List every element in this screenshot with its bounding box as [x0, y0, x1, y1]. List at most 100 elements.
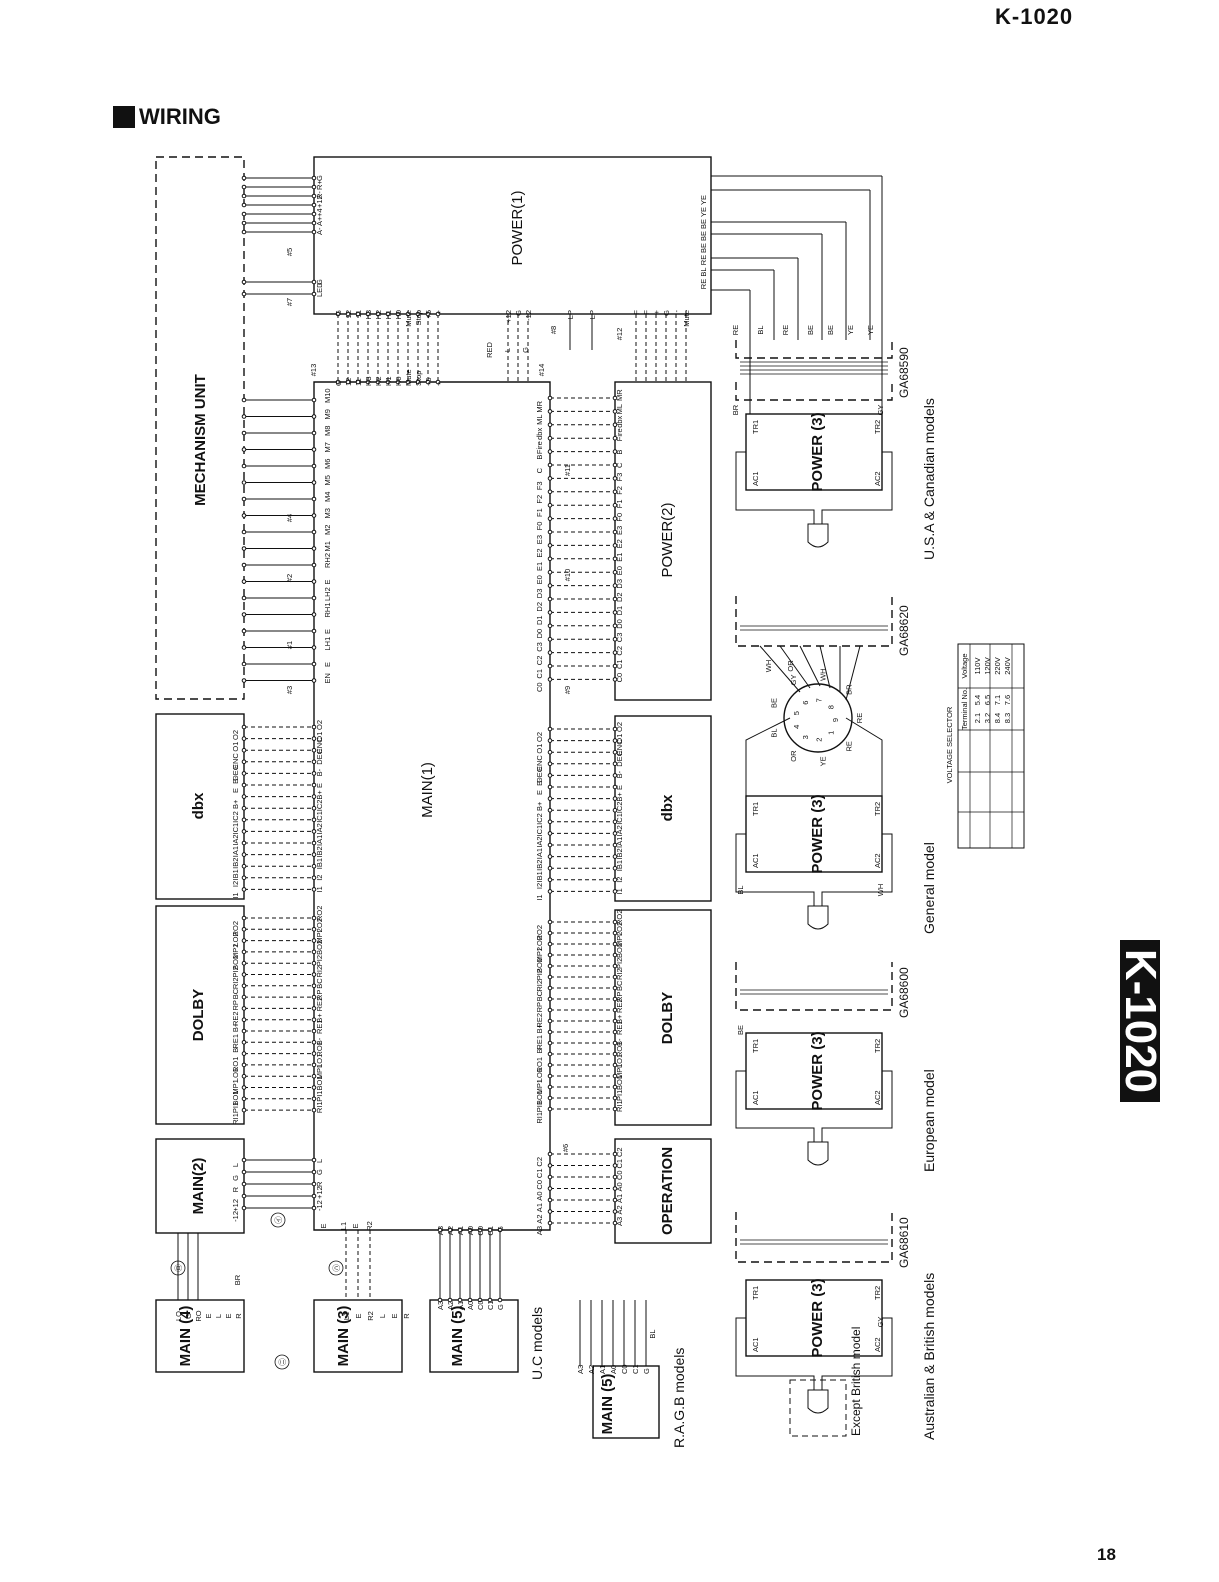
main5-uc-pin-2: A1: [456, 1301, 465, 1310]
main1-bottom-pin-0: A3: [436, 1226, 445, 1235]
mech-pin-8-b: M2: [323, 525, 332, 535]
dolby-left-pin-2-a: MP2: [231, 944, 240, 959]
dolby-right-pin-15-a: BO1: [535, 1090, 544, 1105]
power1-out-pin-0: YE: [699, 195, 708, 205]
australian-tr1: TR1: [751, 1286, 760, 1300]
power2-pin-20-a: C1: [535, 669, 544, 679]
dolby-left-pin-16-a: PI1: [231, 1102, 240, 1113]
misc-label-3: E: [351, 1223, 360, 1228]
power1-right-pin-4: -: [672, 310, 681, 313]
dbx-left-pin-4-a: B-: [231, 776, 240, 784]
dolby-right-pin-12-b: RO1: [615, 1042, 624, 1057]
dolby-left-pin-3-a: BO2: [231, 955, 240, 970]
dolby-left-pin-16-b: PI1: [315, 1091, 324, 1102]
main4-pin-4: L: [214, 1314, 223, 1318]
connector-1: #2: [285, 574, 294, 582]
mech-pin-9-b: M1: [323, 541, 332, 551]
connector-7: #8: [549, 326, 558, 334]
dbx-left-pin-11-a: IB2: [231, 858, 240, 869]
power1-out-pin-1: YE: [699, 207, 708, 217]
wire-color-13: WH: [876, 884, 885, 897]
dbx-right-pin-4-b: B-: [615, 770, 624, 778]
dolby-right-pin-10-a: RE1: [535, 1035, 544, 1050]
dbx-left-pin-7-a: IC2: [231, 811, 240, 823]
wire-color-1: BL: [756, 325, 765, 334]
dbx-right-pin-7-a: IC2: [535, 813, 544, 825]
wire-color-9: BE: [736, 1025, 745, 1035]
wire-color-12: BL: [736, 885, 745, 894]
vs-row-0-col-2: 2.1: [973, 713, 982, 723]
main3-pin-4: E: [390, 1313, 399, 1318]
power2-pin-3-b: Fire: [615, 428, 624, 441]
dbx-right-pin-0-a: O2: [535, 732, 544, 742]
main4-pin-2: RO: [194, 1310, 203, 1321]
vs-row-3-col-2: 8.3: [1003, 713, 1012, 723]
wire-color-2: RE: [781, 325, 790, 335]
tap-label-4: BL: [770, 728, 779, 737]
dbx-right-pin-2-a: ENC: [535, 755, 544, 771]
power2-pin-6-a: F3: [535, 481, 544, 490]
tap-label-1: RE: [845, 741, 854, 751]
operation-pin-0-b: C2: [615, 1147, 624, 1157]
dolby-right-pin-12-a: RO1: [535, 1057, 544, 1072]
dolby-right-pin-8-a: RE2: [535, 1013, 544, 1028]
dbx-left-pin-14-b: I1: [315, 886, 324, 892]
connector-4: #5: [285, 248, 294, 256]
dolby-right-pin-11-a: B-: [535, 1045, 544, 1053]
voltage-tap-circle: [783, 683, 853, 753]
power2-pin-0-b: MR: [615, 389, 624, 401]
dolby-left-pin-14-a: MP1: [231, 1079, 240, 1094]
vs-row-2-col-1: 7.1: [993, 695, 1002, 705]
main3-pin-0: L1: [342, 1312, 351, 1320]
dolby-left-pin-3-b: BO2: [315, 940, 324, 955]
dbx-right-pin-11-b: IB2: [615, 848, 624, 859]
dolby-right-block: [614, 909, 712, 1126]
dbx-right-pin-13-b: I2: [615, 877, 624, 883]
dbx-left-pin-13-b: I2: [315, 875, 324, 881]
main2-pin-2-a: R: [231, 1186, 240, 1192]
power2-pin-2-a: dbx: [535, 428, 544, 440]
power3-usa-label: POWER (3): [809, 412, 826, 491]
dolby-right-pin-5-a: RI2: [535, 980, 544, 992]
wire-color-14: GY: [876, 1317, 885, 1328]
power1-bottom-pin-10: +: [434, 309, 443, 314]
dbx-left-pin-14-a: I1: [231, 892, 240, 898]
australian-tr2: TR2: [873, 1286, 882, 1300]
pin-labels: M10M9M8M7M6M5M4M3M2M1RH2ELH2RH1ELH1EENO2…: [174, 175, 885, 1374]
dolby-left-pin-0-a: RO2: [231, 921, 240, 936]
power1-top-pin-1-b: R+: [315, 180, 324, 190]
power2-pin-14-b: D3: [615, 579, 624, 589]
mech-pin-13-b: RH1: [323, 602, 332, 617]
power2-pin-7-a: F2: [535, 495, 544, 504]
main5-ragb-pin-5: C1: [631, 1364, 640, 1374]
power1-bottom-pin-9: +5: [424, 310, 433, 319]
power1-lp-pin-1: LP: [588, 310, 597, 319]
misc-label-0: BR: [233, 1274, 242, 1285]
voltage-selector-table-frame: [957, 643, 1025, 849]
power1-block: [313, 156, 712, 315]
power2-pin-1-a: ML: [535, 414, 544, 424]
tap-number-3: 3: [801, 735, 810, 739]
dbx-left-label: dbx: [190, 792, 207, 819]
power2-pin-5-b: C: [615, 462, 624, 468]
power2-pin-2-b: dbx: [615, 415, 624, 427]
dbx-left-pin-12-b: IB1: [315, 858, 324, 869]
dolby-left-pin-7-a: RP: [231, 1000, 240, 1010]
main2-pin-0-a: L: [231, 1163, 240, 1167]
main1-bottom-pin-4: C0: [476, 1226, 485, 1236]
power1-bottom-pin-0: G: [334, 310, 343, 316]
main3-pin-2: R2: [366, 1311, 375, 1321]
dolby-left-pin-17-b: RI1: [315, 1101, 324, 1113]
power2-pin-17-b: D0: [615, 619, 624, 629]
dolby-right-pin-16-b: PI1: [615, 1090, 624, 1101]
tap-number-6: 6: [801, 701, 810, 705]
mech-pin-15-b: LH1: [323, 637, 332, 651]
dbx-left-pin-8-a: IC1: [231, 823, 240, 835]
vs-row-3-col-0: 240V: [1003, 657, 1012, 675]
power2-pin-5-a: C: [535, 467, 544, 473]
dbx-right-pin-9-a: IA2: [535, 836, 544, 847]
main1-top-pin-5: H1: [384, 376, 393, 386]
main5-uc-pin-0: A3: [436, 1301, 445, 1310]
dolby-right-pin-15-b: BO1: [615, 1075, 624, 1090]
